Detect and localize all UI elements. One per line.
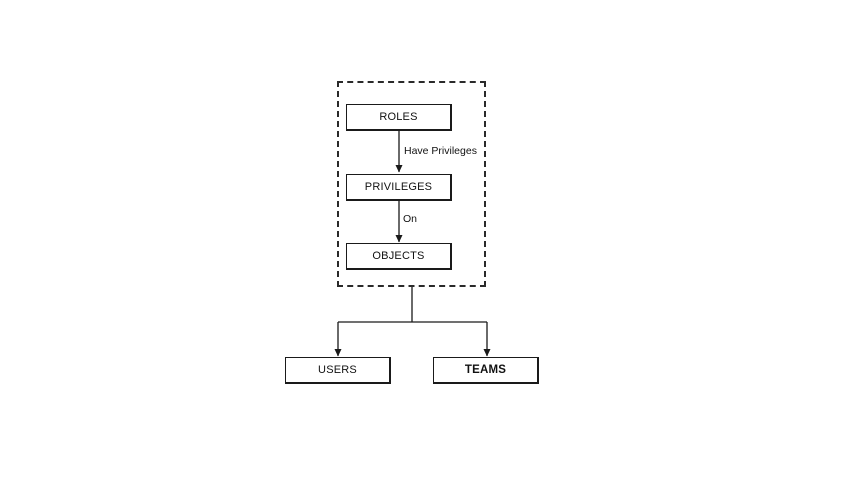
node-objects-label: OBJECTS [372,250,425,262]
node-users: USERS [285,357,391,384]
node-teams-label: TEAMS [464,364,507,376]
node-roles: ROLES [346,104,452,131]
node-privileges: PRIVILEGES [346,174,452,201]
node-objects: OBJECTS [346,243,452,270]
node-privileges-label: PRIVILEGES [364,181,433,193]
node-roles-label: ROLES [379,111,418,123]
node-users-label: USERS [318,364,357,376]
role-group-boundary [337,81,486,287]
edge-label-have-privileges: Have Privileges [404,145,477,157]
edge-label-on: On [403,213,418,225]
node-teams: TEAMS [433,357,539,384]
